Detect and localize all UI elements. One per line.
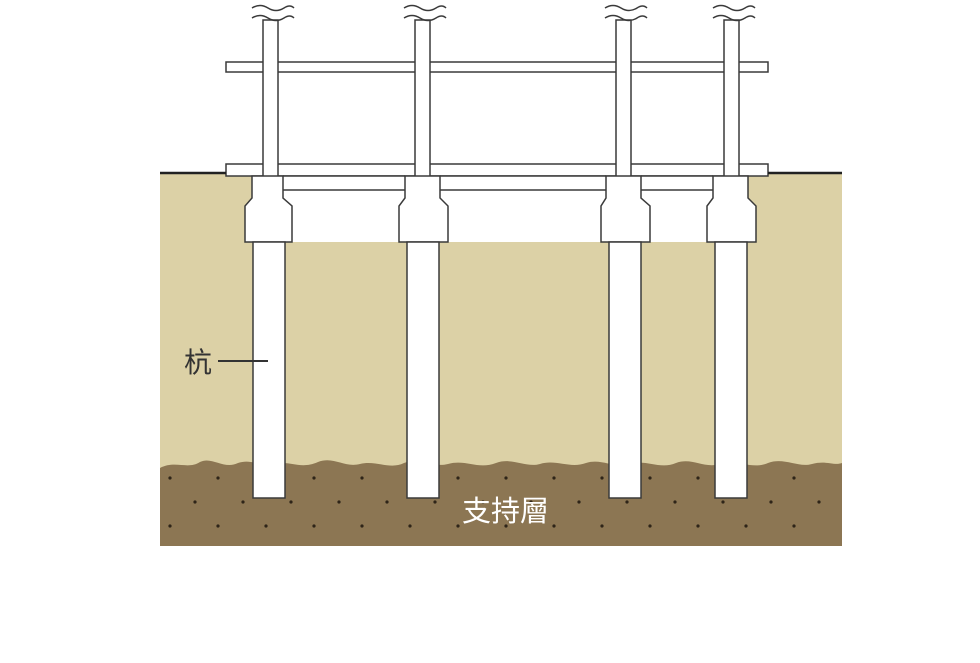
bearing-dot xyxy=(529,500,533,504)
bearing-dot xyxy=(769,500,773,504)
bearing-dot xyxy=(625,500,629,504)
bearing-dot xyxy=(504,524,508,528)
piles xyxy=(252,241,748,499)
bearing-dot xyxy=(385,500,389,504)
bearing-dot xyxy=(696,476,700,480)
bearing-dot xyxy=(216,524,220,528)
pile-cap-4 xyxy=(706,175,757,243)
column-2 xyxy=(414,19,431,181)
bearing-dot xyxy=(817,500,821,504)
upper-beam xyxy=(225,61,769,73)
bearing-dot xyxy=(600,524,604,528)
pile-cap-2 xyxy=(398,175,449,243)
bearing-layer-label: 支持層 xyxy=(462,494,549,528)
bearing-dot xyxy=(673,500,677,504)
column-4 xyxy=(723,19,740,181)
pile-1 xyxy=(252,241,286,499)
building-frame xyxy=(225,19,769,181)
pile-3 xyxy=(608,241,642,499)
bearing-dot xyxy=(312,476,316,480)
bearing-dot xyxy=(648,476,652,480)
bearing-dot-pattern xyxy=(168,476,821,528)
pile-cap-1 xyxy=(244,175,293,243)
bearing-dot xyxy=(600,476,604,480)
foundation xyxy=(244,175,757,243)
bearing-dot xyxy=(264,524,268,528)
bearing-dot xyxy=(648,524,652,528)
bearing-dot xyxy=(168,524,172,528)
bearing-dot xyxy=(744,524,748,528)
pile-2 xyxy=(406,241,440,499)
bearing-dot xyxy=(433,500,437,504)
bearing-dot xyxy=(168,476,172,480)
bearing-dot xyxy=(504,476,508,480)
bearing-dot xyxy=(552,524,556,528)
bearing-dot xyxy=(456,524,460,528)
pile-4 xyxy=(714,241,748,499)
bearing-dot xyxy=(456,476,460,480)
bearing-dot xyxy=(552,476,556,480)
column-3 xyxy=(615,19,632,181)
bearing-dot xyxy=(193,500,197,504)
bearing-dot xyxy=(577,500,581,504)
bearing-dot xyxy=(289,500,293,504)
ground-beam xyxy=(225,163,769,177)
bearing-dot xyxy=(241,500,245,504)
bearing-layer xyxy=(160,460,842,546)
bearing-dot xyxy=(216,476,220,480)
bearing-dot xyxy=(360,476,364,480)
column-break-symbols xyxy=(251,4,756,22)
bearing-dot xyxy=(312,524,316,528)
column-1 xyxy=(262,19,279,181)
bearing-dot xyxy=(360,524,364,528)
bearing-dot xyxy=(792,524,796,528)
pile-cap-3 xyxy=(600,175,651,243)
bearing-dot xyxy=(696,524,700,528)
bearing-dot xyxy=(721,500,725,504)
bearing-dot xyxy=(481,500,485,504)
bearing-dot xyxy=(792,476,796,480)
pile-label: 杭 xyxy=(184,346,212,379)
bearing-dot xyxy=(408,524,412,528)
bearing-dot xyxy=(337,500,341,504)
